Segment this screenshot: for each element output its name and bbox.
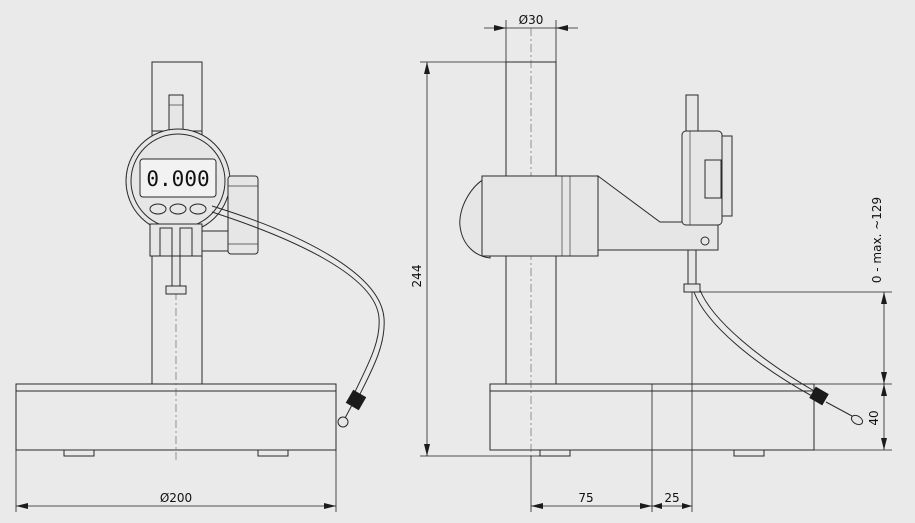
dim-offsets: 75 25 bbox=[530, 292, 693, 512]
dim-offset-25-label: 25 bbox=[664, 491, 679, 505]
side-cable-outer bbox=[699, 289, 817, 393]
front-cable-knob bbox=[337, 416, 349, 428]
front-cable-foot-switch bbox=[345, 389, 367, 411]
front-cable bbox=[211, 205, 385, 428]
indicator-top-spindle bbox=[168, 94, 184, 132]
side-indicator-battery-cover bbox=[704, 159, 722, 199]
dim-base-diameter: Ø200 bbox=[15, 450, 337, 512]
indicator-clamp-slot-right bbox=[179, 227, 193, 257]
side-indicator-probe-tip bbox=[683, 283, 701, 293]
cable-connector-housing bbox=[227, 175, 259, 255]
side-arm bbox=[459, 175, 719, 259]
front-dial-indicator: 0.000 bbox=[125, 94, 259, 295]
side-view: Ø30 244 75 25 bbox=[410, 13, 892, 512]
side-cable bbox=[693, 289, 864, 426]
dim-base-height-label: 40 bbox=[867, 410, 881, 425]
indicator-button-right bbox=[189, 203, 207, 215]
side-indicator-probe bbox=[687, 249, 697, 285]
side-arm-screw bbox=[700, 236, 710, 246]
side-indicator-back bbox=[721, 135, 733, 217]
dim-base-height-arrow-bottom bbox=[881, 438, 887, 450]
dim-column-arrow-right bbox=[556, 25, 568, 31]
dim-column-diameter: Ø30 bbox=[484, 13, 578, 62]
dim-range-arrow-bottom bbox=[881, 372, 887, 384]
dim-column-arrow-left bbox=[494, 25, 506, 31]
side-foot-left bbox=[539, 449, 571, 457]
dim-range-arrow-top bbox=[881, 292, 887, 304]
indicator-lcd bbox=[139, 158, 217, 198]
indicator-button-center bbox=[169, 203, 187, 215]
dim-overall-height: 244 bbox=[410, 61, 540, 457]
side-arm-block bbox=[481, 175, 599, 257]
dim-overall-height-label: 244 bbox=[410, 265, 424, 288]
dim-right-stack: 40 0 - max. ~129 bbox=[700, 197, 892, 451]
dim-measuring-range-label: 0 - max. ~129 bbox=[870, 197, 884, 283]
dim-offset-25-arrow-right bbox=[682, 503, 692, 509]
side-cable-pin bbox=[825, 401, 853, 417]
clamp-screw-body bbox=[201, 230, 231, 252]
side-cable-inner bbox=[693, 291, 813, 397]
front-foot-right bbox=[257, 449, 289, 457]
indicator-probe-tip bbox=[165, 285, 187, 295]
dim-base-arrow-left bbox=[16, 503, 28, 509]
dim-offset-75-arrow-left bbox=[531, 503, 543, 509]
indicator-clamp-slot-left bbox=[159, 227, 173, 257]
side-cable-knob bbox=[850, 414, 864, 426]
front-view: 0.000 bbox=[15, 61, 385, 512]
indicator-clamp-block bbox=[149, 223, 203, 257]
side-arm-taper bbox=[597, 175, 719, 251]
side-cable-foot-switch bbox=[809, 386, 829, 406]
dim-base-diameter-label: Ø200 bbox=[160, 491, 192, 505]
dim-column-diameter-label: Ø30 bbox=[519, 13, 544, 27]
front-cable-inner bbox=[211, 211, 380, 397]
indicator-probe-spindle bbox=[171, 255, 181, 287]
front-foot-left bbox=[63, 449, 95, 457]
side-foot-right bbox=[733, 449, 765, 457]
dim-offset-75-arrow-right bbox=[640, 503, 652, 509]
side-dial-indicator bbox=[681, 94, 733, 293]
dim-base-height-arrow-top bbox=[881, 384, 887, 396]
dim-offset-25-arrow-left bbox=[652, 503, 662, 509]
side-indicator-spindle bbox=[685, 94, 699, 132]
indicator-button-left bbox=[149, 203, 167, 215]
front-cable-outer bbox=[211, 205, 385, 399]
dim-offset-75-label: 75 bbox=[578, 491, 593, 505]
dim-height-arrow-bottom bbox=[424, 444, 430, 456]
indicator-reading: 0.000 bbox=[146, 167, 209, 191]
dim-base-arrow-right bbox=[324, 503, 336, 509]
dim-height-arrow-top bbox=[424, 62, 430, 74]
